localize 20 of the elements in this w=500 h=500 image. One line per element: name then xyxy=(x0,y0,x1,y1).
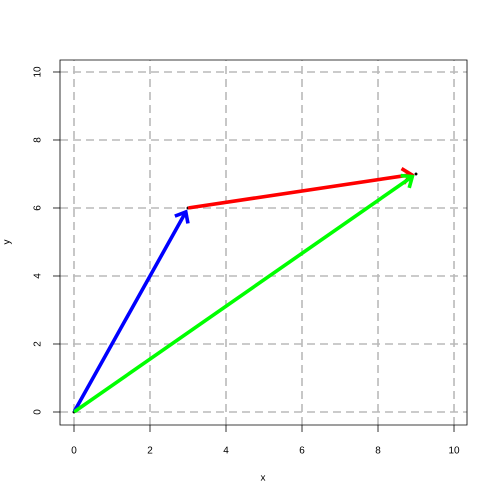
vector-point xyxy=(72,410,76,414)
tick-label: 8 xyxy=(376,446,380,454)
tick-label: 4 xyxy=(223,446,228,454)
tick-label: 10 xyxy=(449,446,460,454)
vector-arrow xyxy=(74,174,415,413)
axis-title: x xyxy=(260,475,266,481)
tick-label: 10 xyxy=(33,66,41,77)
tick-label: 2 xyxy=(34,342,40,346)
vector-arrow xyxy=(188,167,414,210)
vector-arrow xyxy=(73,209,190,412)
axis-title: y xyxy=(4,240,12,244)
tick-label: 0 xyxy=(33,410,41,414)
tick-label: 6 xyxy=(300,446,304,454)
tick-label: 8 xyxy=(33,138,41,142)
vector-point xyxy=(186,206,190,210)
tick-label: 4 xyxy=(34,274,40,279)
vector-point xyxy=(414,172,418,176)
tick-label: 0 xyxy=(72,446,76,454)
tick-label: 2 xyxy=(148,446,152,454)
tick-label: 6 xyxy=(33,206,41,210)
